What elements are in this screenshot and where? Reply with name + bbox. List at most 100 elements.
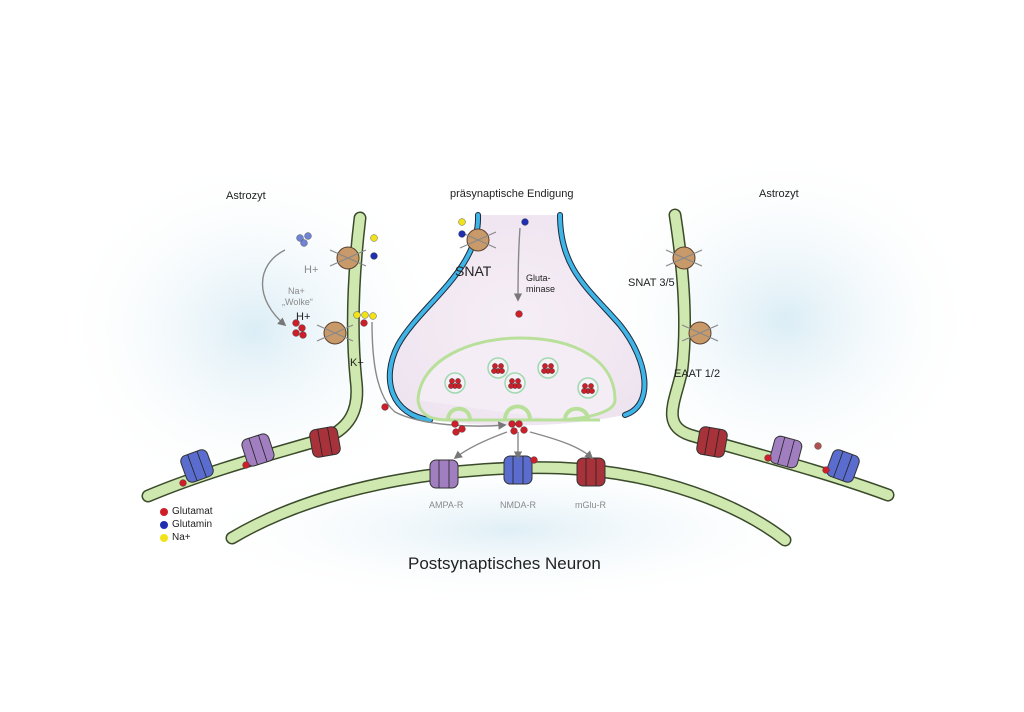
glutamate-molecule (764, 454, 772, 462)
vesicle-glutamate (581, 388, 587, 394)
glutamate-molecule (814, 442, 822, 450)
vesicle-glutamate (455, 378, 461, 384)
vesicle (537, 357, 559, 379)
receptor-stripe (714, 429, 720, 457)
eaat12-label: EAAT 1/2 (674, 368, 720, 380)
glutamate-molecule (508, 420, 516, 428)
ampa-receptor-right (769, 435, 803, 469)
na-cloud-arrow (261, 249, 287, 327)
mglu-receptor-left-body (309, 426, 341, 458)
glutamate-molecule (452, 428, 460, 436)
transport-arrow (459, 231, 497, 249)
legend-label: Na+ (172, 532, 191, 543)
na-cloud-label-2: „Wolke“ (282, 297, 313, 307)
receptor-stripe (777, 437, 786, 465)
vesicle (504, 372, 526, 394)
presynaptic-label: präsynaptische Endigung (450, 188, 574, 200)
glutamate-molecule (298, 324, 306, 332)
astrocyte-left-membrane (141, 211, 367, 503)
astrocyte-right-membrane (665, 208, 895, 502)
vesicle-glutamate (516, 383, 522, 389)
vesicle-glutamate (449, 378, 455, 384)
glutamate-molecule (515, 310, 523, 318)
receptor-stripe (833, 450, 844, 478)
glutamine-molecule (458, 230, 466, 238)
glutamate-molecule (451, 420, 459, 428)
arrow-to-ampa (453, 431, 508, 460)
ampa-label: AMPA-R (429, 500, 464, 510)
ampa-receptor (429, 459, 459, 489)
glutamate-molecule (299, 331, 307, 339)
legend-item-glutamine: Glutamin (160, 518, 213, 531)
flux-arrows (261, 227, 594, 460)
glutamate-molecule (179, 479, 187, 487)
glutamate-molecule (292, 319, 300, 327)
transport-arrow (681, 324, 719, 342)
free-molecules (179, 218, 830, 487)
vesicle-glutamate (548, 363, 554, 369)
snat35-label: SNAT 3/5 (628, 277, 675, 289)
receptor-stripe (317, 429, 323, 457)
receptor-stripe (258, 435, 268, 462)
vesicle-glutamate (498, 363, 504, 369)
glutamine-dot-icon (160, 520, 168, 529)
glutaminase-label-1: Gluta- (526, 273, 551, 283)
vesicle-glutamate (456, 383, 462, 389)
hplus-label-1: H+ (304, 264, 318, 276)
nmda-receptor (503, 455, 533, 485)
vesicle-glutamate (515, 378, 521, 384)
vesicle-glutamate (499, 368, 505, 374)
vesicle-glutamate (509, 378, 515, 384)
postsynaptic-label: Postsynaptisches Neuron (408, 554, 601, 573)
vesicle-glutamate (541, 368, 547, 374)
vesicle-glutamate (508, 383, 514, 389)
nmda-label: NMDA-R (500, 500, 536, 510)
glutamate-molecule (822, 466, 830, 474)
astrocyte-left-label: Astrozyt (226, 190, 266, 202)
ampa-receptor-body (429, 459, 459, 489)
vesicle-glutamate (549, 368, 555, 374)
vesicle-glutamate (582, 383, 588, 389)
mglu-label: mGlu-R (575, 500, 606, 510)
receptor-stripe (786, 439, 795, 467)
vesicle (577, 377, 599, 399)
vesicle-glutamate (492, 363, 498, 369)
mglu-receptor-left (309, 426, 341, 458)
sodium-molecule (458, 218, 466, 226)
ampa-receptor-right-body (769, 435, 803, 469)
vesicle-glutamate (491, 368, 497, 374)
mglu-receptor-right-body (696, 426, 728, 458)
receptor-stripe (196, 450, 207, 478)
synaptic-vesicles (444, 357, 599, 399)
glutamate-molecule (360, 319, 368, 327)
nmda-receptor-right (826, 449, 860, 483)
transport-arrow (329, 249, 367, 267)
sodium-molecule (369, 312, 377, 320)
glutamine-molecule (304, 232, 312, 240)
mglu-receptor-right (696, 426, 728, 458)
snat-label: SNAT (455, 263, 492, 279)
glutamate-uptake-arrow (371, 321, 507, 430)
glutamate-molecule (520, 426, 528, 434)
glutaminase-label-2: minase (526, 284, 555, 294)
transport-arrow (665, 249, 703, 267)
astrocyte-right-label: Astrozyt (759, 188, 799, 200)
glutamate-molecule (242, 461, 250, 469)
glutamate-molecule (381, 403, 389, 411)
sodium-molecule (370, 234, 378, 242)
sodium-molecule (353, 311, 361, 319)
legend-item-sodium: Na+ (160, 531, 213, 544)
legend-label: Glutamat (172, 506, 213, 517)
ampa-receptor-left (241, 433, 275, 467)
hplus-label-2: H+ (296, 311, 310, 323)
legend-label: Glutamin (172, 519, 213, 530)
glutamate-molecule (458, 425, 466, 433)
nmda-receptor-body (503, 455, 533, 485)
receptors (180, 426, 860, 489)
mglu-receptor-body (576, 457, 606, 487)
kplus-label: K+ (350, 357, 364, 369)
legend-item-glutamate: Glutamat (160, 505, 213, 518)
vesicle-glutamate (589, 388, 595, 394)
arrow-to-mglu (529, 431, 594, 460)
